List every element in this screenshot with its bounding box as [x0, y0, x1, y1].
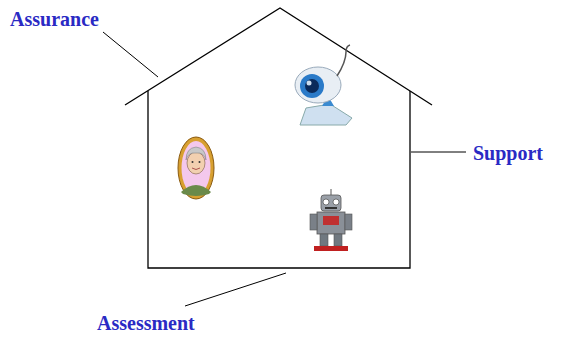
side-label: Support — [473, 143, 543, 163]
webcam-icon — [295, 45, 352, 125]
robot-icon — [310, 189, 352, 251]
portrait-icon — [178, 137, 214, 199]
leader-lines — [103, 32, 466, 306]
side-label: Assurance — [10, 9, 99, 29]
side-label: Assessment — [97, 313, 195, 333]
house-outline — [125, 8, 432, 268]
